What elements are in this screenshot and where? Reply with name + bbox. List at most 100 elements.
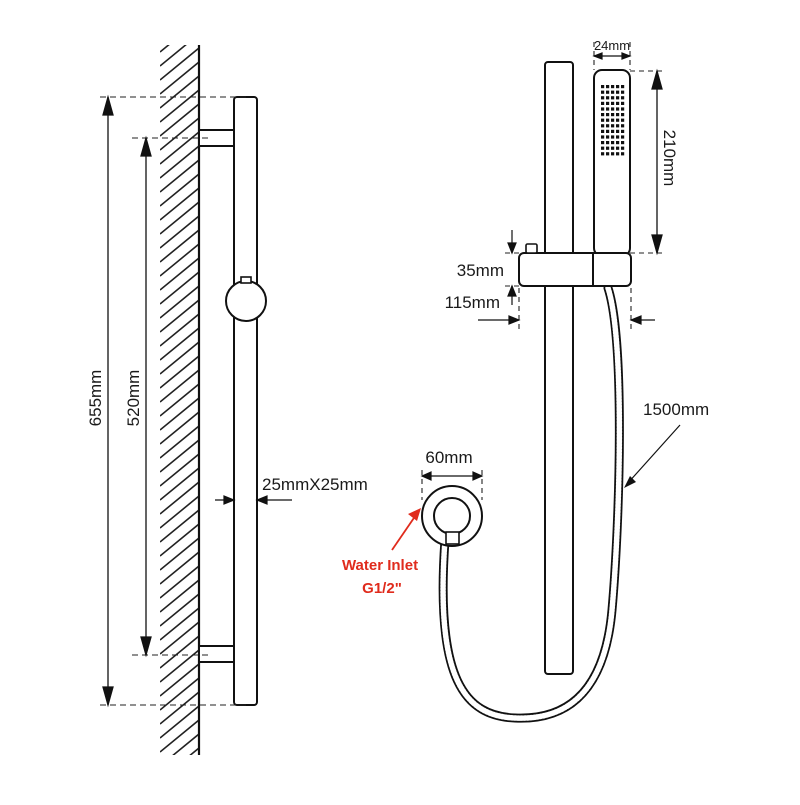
- nozzle-dot: [621, 152, 625, 156]
- hatch-line: [160, 369, 198, 403]
- nozzle-dot: [606, 90, 610, 94]
- hatch-line: [160, 509, 198, 543]
- nozzle-dot: [606, 124, 610, 128]
- hatch-line: [160, 313, 198, 347]
- slider-width-dimension: [478, 315, 655, 325]
- hatch-line: [160, 355, 198, 389]
- slider-holder: [518, 252, 632, 287]
- bracket-spacing-label: 520mm: [124, 370, 143, 427]
- water-inlet-label-line2: G1/2": [362, 580, 402, 597]
- hatch-line: [160, 89, 198, 123]
- outlet-connector: [445, 531, 460, 545]
- nozzle-dot: [601, 124, 605, 128]
- hatch-line: [160, 411, 198, 445]
- hatch-line: [160, 691, 198, 725]
- hatch-line: [160, 776, 199, 800]
- nozzle-dot: [606, 141, 610, 145]
- nozzle-dot: [616, 90, 620, 94]
- nozzle-dot: [601, 146, 605, 150]
- nozzle-dot: [621, 141, 625, 145]
- nozzle-dot: [601, 129, 605, 133]
- nozzle-dot: [601, 113, 605, 117]
- hatch-line: [160, 621, 198, 655]
- wall-outlet-inner: [433, 497, 471, 535]
- shower-hose-inner: [440, 285, 623, 721]
- wall-side-view: 655mm 520mm 25mmX25mm: [86, 45, 368, 800]
- hatch-line: [160, 453, 198, 487]
- hatch-line: [160, 341, 198, 375]
- nozzle-dot: [621, 124, 625, 128]
- hatch-line: [160, 271, 198, 305]
- nozzle-dot: [601, 107, 605, 111]
- nozzle-dot: [621, 135, 625, 139]
- outlet-diameter-dimension: [420, 471, 484, 481]
- nozzle-dot: [616, 129, 620, 133]
- nozzle-dot: [621, 107, 625, 111]
- hatch-line: [160, 579, 198, 613]
- hatch-line: [160, 201, 198, 235]
- hatch-line: [160, 719, 198, 753]
- nozzle-dot: [611, 107, 615, 111]
- hatch-line: [160, 537, 198, 571]
- slider-knob-side: [225, 280, 267, 322]
- hose-leader-arrow: [624, 476, 636, 488]
- hatch-line: [160, 243, 198, 277]
- nozzle-dot: [606, 118, 610, 122]
- nozzle-dot: [621, 113, 625, 117]
- nozzle-dot: [601, 90, 605, 94]
- nozzle-dot: [606, 101, 610, 105]
- nozzle-dot: [621, 129, 625, 133]
- handset-length-label: 210mm: [660, 130, 679, 187]
- hatch-line: [160, 705, 198, 739]
- hatch-line: [189, 747, 198, 755]
- nozzle-dot: [601, 141, 605, 145]
- nozzle-dot: [616, 124, 620, 128]
- bracket-spacing-dimension: [140, 135, 152, 658]
- slider-height-dimension: [507, 230, 517, 305]
- nozzle-dot: [616, 118, 620, 122]
- hatch-line: [160, 551, 198, 585]
- hatch-line: [160, 103, 198, 137]
- nozzle-dot: [611, 124, 615, 128]
- hatch-line: [160, 131, 198, 165]
- hatch-line: [160, 299, 198, 333]
- nozzle-dot: [611, 101, 615, 105]
- slider-button: [525, 243, 538, 254]
- hatch-line: [160, 159, 198, 193]
- nozzle-dot: [621, 85, 625, 89]
- nozzle-dot: [611, 113, 615, 117]
- nozzle-dot: [616, 107, 620, 111]
- hatch-line: [160, 481, 198, 515]
- hose-leader-line: [626, 424, 681, 485]
- hatch-line: [160, 285, 198, 319]
- bar-section-dimension: [215, 495, 292, 505]
- hatch-line: [160, 257, 198, 291]
- nozzle-dot: [616, 152, 620, 156]
- nozzle-dot: [611, 118, 615, 122]
- hatch-line: [160, 45, 170, 53]
- hatch-line: [160, 467, 198, 501]
- nozzle-dot: [606, 96, 610, 100]
- hatch-line: [160, 565, 198, 599]
- hatch-line: [160, 607, 198, 641]
- nozzle-dot: [606, 107, 610, 111]
- nozzle-dot: [616, 85, 620, 89]
- nozzle-dot: [621, 90, 625, 94]
- handset-width-dimension: [592, 52, 632, 60]
- nozzle-dot: [601, 101, 605, 105]
- nozzle-dot: [616, 113, 620, 117]
- hose-length-label: 1500mm: [643, 400, 709, 419]
- hatch-line: [160, 117, 198, 151]
- slider-knob-cap: [240, 276, 252, 284]
- nozzle-dot: [621, 118, 625, 122]
- slider-height-label: 35mm: [457, 261, 504, 280]
- nozzle-dot: [616, 96, 620, 100]
- nozzle-dot: [611, 129, 615, 133]
- nozzle-dot: [606, 85, 610, 89]
- nozzle-dot: [601, 96, 605, 100]
- hatch-line: [160, 229, 198, 263]
- nozzle-dot: [621, 146, 625, 150]
- guide-lines: [100, 96, 250, 706]
- hatch-line: [160, 523, 198, 557]
- nozzle-dot: [616, 146, 620, 150]
